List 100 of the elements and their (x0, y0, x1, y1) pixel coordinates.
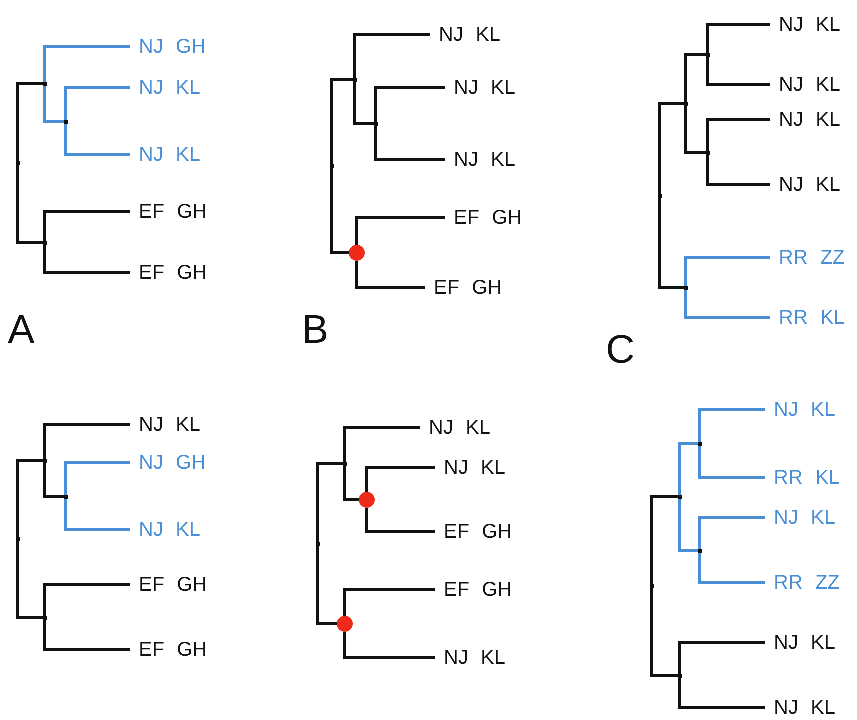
tree-branch (44, 84, 66, 123)
branch-point (706, 150, 710, 154)
taxon-label: RR ZZ (765, 570, 840, 596)
tree-branch (64, 462, 130, 496)
taxon-label: NJ KL (130, 75, 200, 101)
taxon-label: NJ KL (430, 22, 500, 48)
taxon-label: NJ KL (435, 455, 506, 481)
branch-point (698, 548, 702, 552)
tree-branch (678, 642, 765, 676)
taxon-label: NJ KL (130, 142, 200, 168)
tree-branch (344, 588, 435, 616)
tree-branch (354, 34, 430, 80)
tree-branch (344, 464, 359, 502)
branch-point (43, 240, 47, 244)
branch-point (684, 286, 688, 290)
tree-branch (64, 122, 130, 156)
taxon-label: RR ZZ (770, 245, 845, 271)
taxon-label: NJ KL (765, 397, 836, 423)
taxon-label: NJ KL (770, 12, 840, 38)
taxon-label: NJ KL (765, 505, 836, 531)
tree-branch (706, 24, 770, 55)
tree-branch (356, 261, 425, 290)
tree-branch (44, 210, 130, 242)
taxon-label: EF GH (130, 199, 208, 225)
tree-branch (684, 256, 770, 288)
branch-point (698, 442, 702, 446)
tree-branch (16, 460, 45, 539)
tree-branch (706, 118, 770, 152)
tree-branch (698, 550, 765, 584)
branch-point (706, 53, 710, 57)
taxon-label: NJ KL (435, 645, 506, 671)
taxon-label: NJ GH (130, 450, 206, 476)
tree-branch (658, 196, 686, 290)
tree-branch (706, 152, 770, 186)
tree-branch (356, 216, 445, 245)
tree-branch (366, 466, 435, 492)
panel-label: A (8, 308, 35, 352)
panel-label: C (606, 328, 635, 372)
taxon-label: NJ KL (770, 172, 840, 198)
tree-branch (698, 444, 765, 480)
tree-branch (316, 462, 345, 544)
tree-branch (678, 676, 765, 710)
tree-branch (698, 408, 765, 444)
tree-branch (354, 80, 376, 126)
tree-branch (44, 618, 130, 652)
taxon-label: NJ KL (765, 630, 836, 656)
taxon-label: EF GH (435, 519, 512, 545)
tree-branch (16, 539, 45, 619)
taxon-label: NJ KL (770, 72, 840, 98)
tree-branch (344, 426, 420, 464)
tree-branch (650, 496, 680, 586)
tree-branch (44, 584, 130, 618)
node-marker (359, 492, 375, 508)
branch-point (353, 78, 357, 82)
tree-branch (16, 82, 45, 163)
taxon-label: EF GH (130, 260, 208, 286)
branch-point (43, 459, 47, 463)
branch-point (374, 122, 378, 126)
branch-point (678, 674, 682, 678)
tree-branch (64, 86, 130, 122)
tree-branch (44, 424, 130, 461)
tree-branch (684, 104, 708, 154)
tree-branch (698, 516, 765, 550)
taxon-label: EF GH (130, 572, 208, 598)
tree-branch (678, 442, 700, 497)
node-marker (349, 245, 365, 261)
tree-branch (658, 102, 686, 196)
node-marker (337, 616, 353, 632)
taxon-label: RR KL (770, 305, 845, 331)
tree-branch (684, 54, 708, 104)
panel-label: B (302, 308, 329, 352)
taxon-label: NJ KL (420, 415, 490, 441)
tree-branch (374, 86, 445, 124)
taxon-label: EF GH (445, 205, 522, 231)
tree-branch (44, 242, 130, 274)
tree-branch (374, 124, 445, 162)
branch-point (43, 616, 47, 620)
taxon-label: EF GH (435, 577, 512, 603)
taxon-label: NJ KL (130, 412, 200, 438)
taxon-label: EF GH (425, 275, 502, 301)
tree-branch (366, 508, 435, 534)
taxon-label: RR KL (765, 465, 840, 491)
taxon-label: NJ KL (770, 107, 840, 133)
branch-point (64, 494, 68, 498)
branch-point (43, 82, 47, 86)
tree-branch (316, 544, 337, 626)
taxon-label: NJ KL (130, 517, 200, 543)
tree-branch (64, 496, 130, 532)
tree-branch (678, 497, 700, 552)
taxon-label: NJ GH (130, 34, 206, 60)
tree-branch (650, 586, 680, 677)
tree-branch (706, 55, 770, 86)
tree-branch (330, 78, 355, 166)
tree-branch (16, 163, 45, 244)
branch-point (684, 102, 688, 106)
taxon-label: NJ KL (445, 147, 516, 173)
tree-branch (684, 288, 770, 320)
taxon-label: NJ KL (765, 695, 836, 720)
taxon-label: EF GH (130, 637, 208, 663)
tree-branch (44, 461, 66, 498)
